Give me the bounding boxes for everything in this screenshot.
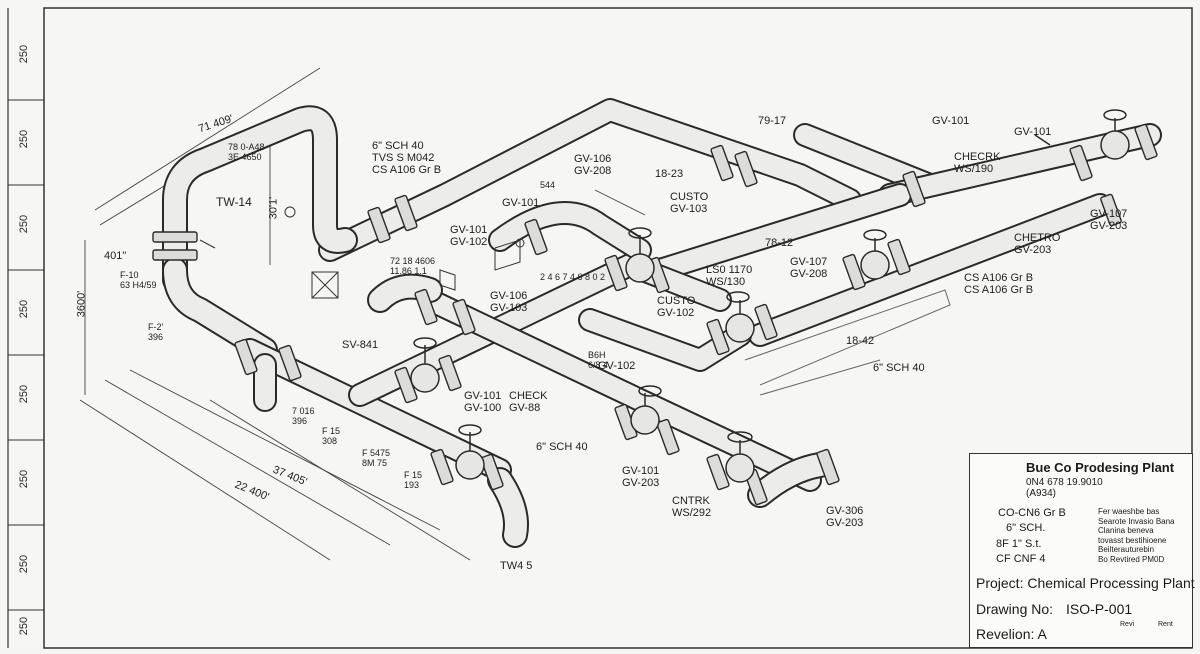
margin-scale-8: 250 [18, 616, 30, 636]
spec-line: 8F 1" S.t. [996, 538, 1042, 550]
valve-label: GV-107 GV-208 [790, 256, 828, 280]
instrument-label: LS0 1170 WS/130 [706, 264, 753, 288]
drawing-number: ISO-P-001 [1066, 601, 1133, 617]
legend-item: Clanina beneva [1098, 526, 1154, 535]
check-valve-label: CNTRK WS/292 [672, 495, 712, 519]
legend-item: Bo Revtired PM0D [1098, 554, 1165, 564]
valve-label: CHETRO GV-203 [1014, 232, 1061, 256]
margin-scale-5: 250 [18, 384, 30, 404]
valve-label: CUSTO GV-103 [670, 191, 709, 215]
dim-label: TW-14 [216, 195, 252, 209]
spec-label: 6" SCH 40 [873, 362, 925, 374]
margin-scale-1: 250 [18, 44, 30, 64]
dim-label: B6H 6/8 4 [588, 350, 609, 370]
spec-label: 6" SCH 40 TVS S M042 CS A106 Gr B [372, 140, 442, 176]
dim-label: 30'1' [267, 196, 280, 220]
valve-label: GV-102 [598, 360, 636, 372]
legend-item: Fer waeshbe bas [1098, 507, 1160, 516]
title-block: Bue Co Prodesing Plant 0N4 678 19.9010 (… [969, 453, 1195, 648]
dim-label: SV-841 [342, 339, 379, 351]
valve-label: GV-101 [502, 197, 540, 209]
dim-label: 2 4 6 7 4 6 8 0 2 [540, 272, 606, 282]
line-label: 79-17 [758, 115, 787, 127]
dim-label: F-2' 396 [148, 322, 164, 342]
dim-label: 3600' [75, 290, 88, 318]
rev-column-header: Revi [1120, 621, 1135, 628]
dimension-lines [79, 67, 646, 561]
legend-item: tovasst bestihioene [1098, 535, 1167, 545]
dim-label: 78 0-A48 3E 4650 [228, 142, 265, 162]
line-label: 18-42 [846, 335, 875, 347]
margin-scale-3: 250 [18, 214, 30, 234]
dim-label: 7 016 396 [292, 406, 315, 426]
valve-label: GV-101 GV-203 [622, 465, 660, 489]
dim-label: F-10 63 H4/59 [120, 270, 157, 290]
margin-scale-6: 250 [18, 469, 30, 489]
company-name: Bue Co Prodesing Plant [1026, 460, 1175, 475]
dim-label: 72 18 4606 11.86 1.1 [390, 256, 436, 276]
dim-label: 544 [540, 180, 556, 190]
gate-valves [410, 109, 1130, 483]
legend-list: Fer waeshbe bas Searote Invasio Bana Cla… [1098, 507, 1175, 564]
valve-label: CUSTO GV-102 [657, 295, 696, 319]
dim-label: F 15 193 [404, 470, 423, 490]
valve-label: GV-106 GV-208 [574, 153, 612, 177]
dim-label: 401" [104, 250, 127, 262]
check-valve-label: CHECK GV-88 [509, 390, 548, 414]
valve-label: GV-101 [932, 115, 970, 127]
spec-label: 6" SCH 40 [536, 441, 588, 453]
dim-label: TW4 5 [500, 560, 533, 572]
legend-item: Beilterauturebin [1098, 545, 1155, 554]
drawing-number-label: Drawing No: [976, 601, 1054, 617]
valve-label: GV-107 GV-203 [1090, 208, 1128, 232]
company-subtitle: 0N4 678 19.9010 (A934) [1026, 477, 1103, 499]
margin-scale-7: 250 [18, 554, 30, 574]
legend-item: Searote Invasio Bana [1098, 516, 1175, 526]
valve-label: GV-306 GV-203 [826, 505, 864, 529]
valve-label: GV-101 GV-102 [450, 224, 488, 248]
margin-scale-2: 250 [18, 129, 30, 149]
dim-label: F 15 308 [322, 426, 341, 446]
line-label: 78-12 [765, 237, 794, 249]
spec-line: 6" SCH. [1006, 522, 1046, 534]
spec-line: CF CNF 4 [996, 553, 1046, 565]
valve-label: GV-106 GV-103 [490, 290, 528, 314]
valve-label: GV-101 GV-100 [464, 390, 502, 414]
margin-scale-4: 250 [18, 299, 30, 319]
valve-label: GV-101 [1014, 126, 1052, 138]
line-label: 18-23 [655, 168, 684, 180]
flanges [152, 123, 1158, 506]
spec-label: CS A106 Gr B CS A106 Gr B [964, 272, 1034, 296]
dim-label: F 5475 8M 75 [362, 448, 391, 468]
rev-column-header: Rent [1158, 621, 1173, 628]
revision: Revelion: A [976, 626, 1047, 642]
drawing-border [43, 7, 1193, 649]
piping-details [199, 206, 951, 396]
project-title: Project: Chemical Processing Plant [976, 575, 1195, 591]
spec-line: CO-CN6 Gr B [998, 507, 1066, 519]
check-valve-label: CHECRK WS/190 [954, 151, 1001, 175]
